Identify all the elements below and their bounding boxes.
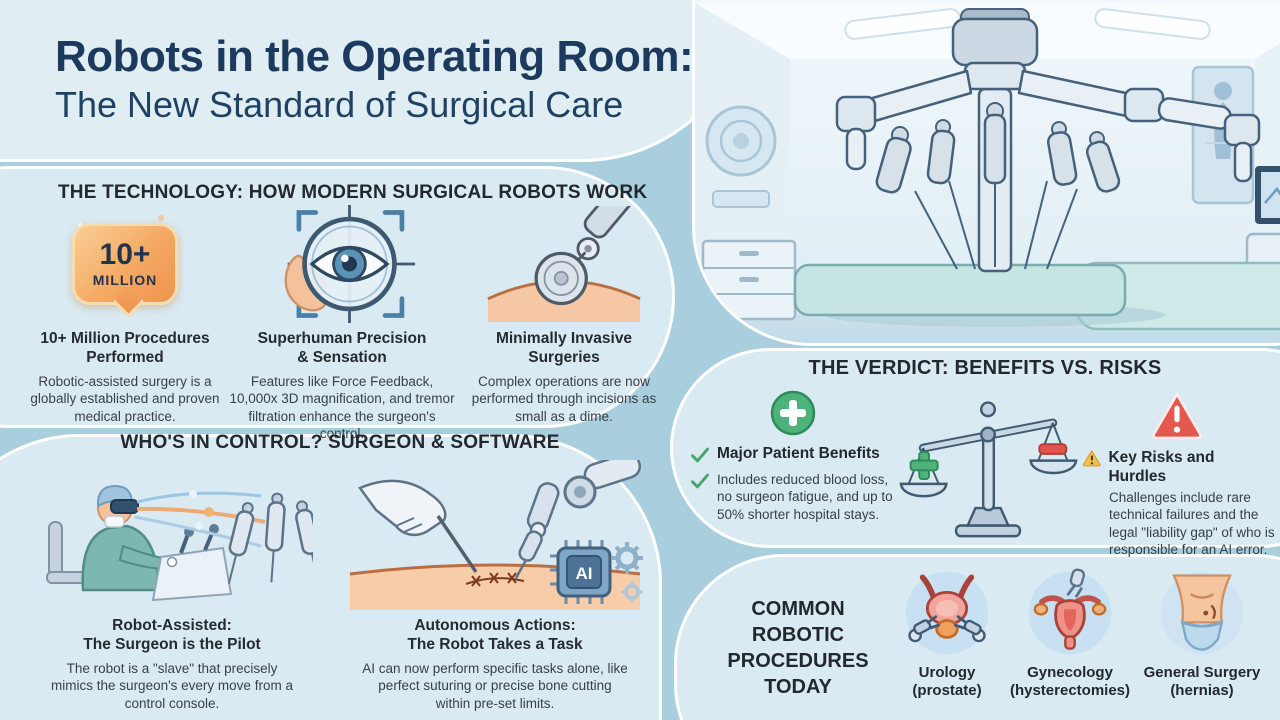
risks-heading: Key Risks and Hurdles [1108, 449, 1215, 485]
general-surgery-abdomen-icon [1160, 571, 1244, 655]
title-panel [0, 0, 752, 162]
sparkle-dot [158, 215, 164, 221]
technology-item-procedures: 10+ MILLION 10+ Million Procedures Perfo… [22, 205, 228, 443]
procedure-item-general-surgery: General Surgery (hernias) [1132, 567, 1272, 700]
robot-arm [1066, 568, 1086, 598]
check-icon [691, 447, 709, 463]
grasper-icon [954, 615, 986, 643]
page-title-line2: The New Standard of Surgical Care [55, 83, 624, 125]
technology-item-minimally-invasive: Minimally Invasive Surgeries Complex ope… [456, 205, 672, 443]
control-header: WHO'S IN CONTROL? SURGEON & SOFTWARE [120, 432, 560, 453]
control-grid: Robot-Assisted: The Surgeon is the Pilot… [22, 458, 652, 712]
title-block: Robots in the Operating Room: The New St… [55, 32, 694, 125]
grasper-icon [908, 615, 940, 643]
benefit-heading-row: Major Patient Benefits [690, 445, 896, 465]
operating-room-panel [692, 0, 1280, 346]
robot-arm [227, 502, 255, 584]
urology-prostate-icon [905, 571, 989, 655]
technology-grid: 10+ MILLION 10+ Million Procedures Perfo… [22, 205, 672, 443]
plus-circle-icon [690, 390, 896, 436]
verdict-risks: Key Risks and Hurdles Challenges include… [1082, 390, 1275, 558]
procedure-label: Gynecology (hysterectomies) [1009, 664, 1131, 699]
procedure-label: General Surgery (hernias) [1143, 664, 1261, 699]
page-title-line1: Robots in the Operating Room: [55, 32, 694, 81]
benefit-body-row: Includes reduced blood loss, no surgeon … [690, 471, 896, 523]
item-heading: Autonomous Actions: The Robot Takes a Ta… [407, 617, 583, 654]
bubble-tail [112, 285, 145, 318]
item-body: The robot is a "slave" that precisely mi… [51, 660, 293, 711]
surgeon-console-illustration [31, 458, 313, 610]
item-heading: Minimally Invasive Surgeries [495, 330, 633, 367]
item-heading: 10+ Million Procedures Performed [40, 330, 210, 367]
control-item-autonomous: AI Autonomous Actions: The Robot Takes a… [338, 458, 652, 712]
benefits-heading: Major Patient Benefits [717, 445, 880, 462]
item-body: Complex operations are now performed thr… [471, 373, 657, 424]
gynecology-uterus-icon [1028, 568, 1112, 655]
magnified-eye-icon [266, 205, 418, 323]
procedure-label: Urology (prostate) [912, 664, 982, 699]
item-heading: Superhuman Precision & Sensation [257, 330, 427, 367]
operating-room-robot-illustration [695, 0, 1280, 343]
gear-icon [621, 581, 643, 603]
verdict-benefits: Major Patient Benefits Includes reduced … [690, 390, 896, 523]
procedure-item-gynecology: Gynecology (hysterectomies) [1004, 567, 1136, 700]
badge-unit: MILLION [92, 272, 158, 288]
item-body: Robotic-assisted surgery is a globally e… [30, 373, 220, 424]
warning-small-icon [1082, 450, 1101, 467]
risk-heading-row: Key Risks and Hurdles [1082, 449, 1272, 486]
badge-count: 10+ [99, 238, 151, 271]
verdict-header: THE VERDICT: BENEFITS VS. RISKS [808, 357, 1162, 379]
ai-chip-icon: AI [550, 540, 612, 604]
svg-text:AI: AI [576, 564, 593, 583]
item-body: Features like Force Feedback, 10,000x 3D… [229, 373, 455, 442]
robot-arm [514, 460, 642, 579]
procedures-header: COMMON ROBOTIC PROCEDURES TODAY [727, 598, 869, 698]
item-heading: Robot-Assisted: The Surgeon is the Pilot [83, 617, 261, 654]
procedure-item-urology: Urology (prostate) [887, 567, 1007, 700]
control-item-robot-assisted: Robot-Assisted: The Surgeon is the Pilot… [22, 458, 322, 712]
ten-million-bubble: 10+ MILLION [72, 223, 178, 318]
ten-million-badge: 10+ MILLION [72, 205, 178, 323]
balance-scale-icon [896, 390, 1080, 545]
instrument-dime-icon [480, 205, 648, 323]
gear-icon [611, 542, 643, 574]
benefits-body: Includes reduced blood loss, no surgeon … [717, 472, 893, 522]
technology-header: THE TECHNOLOGY: HOW MODERN SURGICAL ROBO… [58, 182, 648, 203]
check-icon [691, 473, 709, 489]
technology-item-precision: Superhuman Precision & Sensation Feature… [228, 205, 456, 443]
risks-body: Challenges include rare technical failur… [1109, 490, 1275, 557]
warning-triangle-icon [1082, 390, 1272, 440]
item-body: AI can now perform specific tasks alone,… [362, 660, 628, 711]
autonomous-suturing-illustration: AI [344, 458, 646, 610]
